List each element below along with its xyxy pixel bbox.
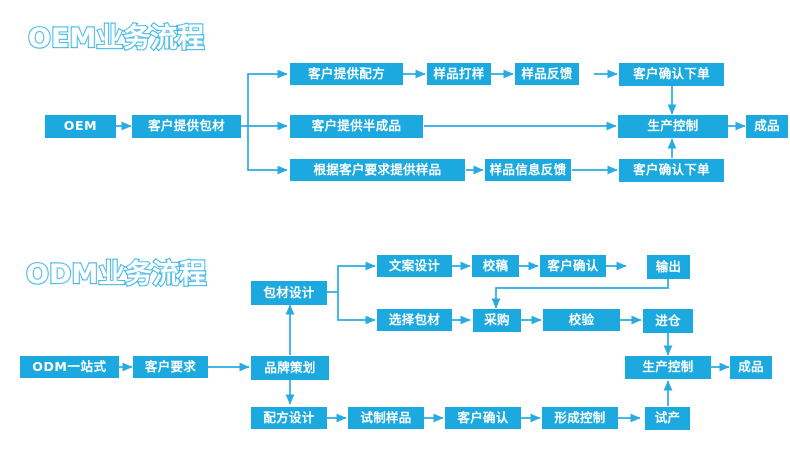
oem-node-finished-goods[interactable]: 成品 <box>746 115 788 138</box>
oem-node-confirm-order-bottom[interactable]: 客户确认下单 <box>619 159 724 182</box>
odm-node-brand-planning[interactable]: 品牌策划 <box>251 356 329 380</box>
oem-node-customer-formula[interactable]: 客户提供配方 <box>290 63 403 85</box>
oem-node-sample-feedback[interactable]: 样品反馈 <box>515 63 579 85</box>
odm-node-production-control[interactable]: 生产控制 <box>625 356 711 379</box>
oem-section-title: OEM业务流程 <box>27 22 205 55</box>
odm-node-start[interactable]: ODM一站式 <box>20 356 119 378</box>
oem-node-packaging[interactable]: 客户提供包材 <box>132 115 241 138</box>
odm-node-procurement[interactable]: 采购 <box>473 309 521 332</box>
odm-node-customer-confirm-copy[interactable]: 客户确认 <box>540 255 606 277</box>
oem-node-production-control[interactable]: 生产控制 <box>618 115 728 138</box>
oem-node-customer-semifinished[interactable]: 客户提供半成品 <box>290 115 423 138</box>
odm-node-customer-confirm-formula[interactable]: 客户确认 <box>445 407 521 429</box>
odm-node-finished-goods[interactable]: 成品 <box>730 356 772 379</box>
odm-node-copywriting[interactable]: 文案设计 <box>377 255 452 277</box>
odm-node-trial-production[interactable]: 试产 <box>645 407 690 430</box>
odm-node-select-packaging[interactable]: 选择包材 <box>377 309 452 331</box>
oem-node-confirm-order-top[interactable]: 客户确认下单 <box>619 63 724 86</box>
oem-node-sample-on-request[interactable]: 根据客户要求提供样品 <box>290 159 465 181</box>
odm-node-output[interactable]: 输出 <box>647 255 690 279</box>
odm-node-package-design[interactable]: 包材设计 <box>251 281 327 305</box>
odm-node-trial-sample[interactable]: 试制样品 <box>348 407 424 429</box>
oem-node-sample-proofing[interactable]: 样品打样 <box>427 63 491 85</box>
odm-node-customer-requirement[interactable]: 客户要求 <box>133 356 208 378</box>
odm-node-form-control[interactable]: 形成控制 <box>542 407 618 429</box>
oem-node-sample-info-feedback[interactable]: 样品信息反馈 <box>485 159 571 181</box>
odm-section-title: ODM业务流程 <box>25 258 207 291</box>
odm-node-warehouse-in[interactable]: 进仓 <box>643 309 693 333</box>
oem-node-start[interactable]: OEM <box>45 115 116 138</box>
odm-node-inspection[interactable]: 校验 <box>543 309 620 331</box>
odm-node-formula-design[interactable]: 配方设计 <box>251 407 327 429</box>
odm-node-proofreading[interactable]: 校稿 <box>472 255 519 277</box>
